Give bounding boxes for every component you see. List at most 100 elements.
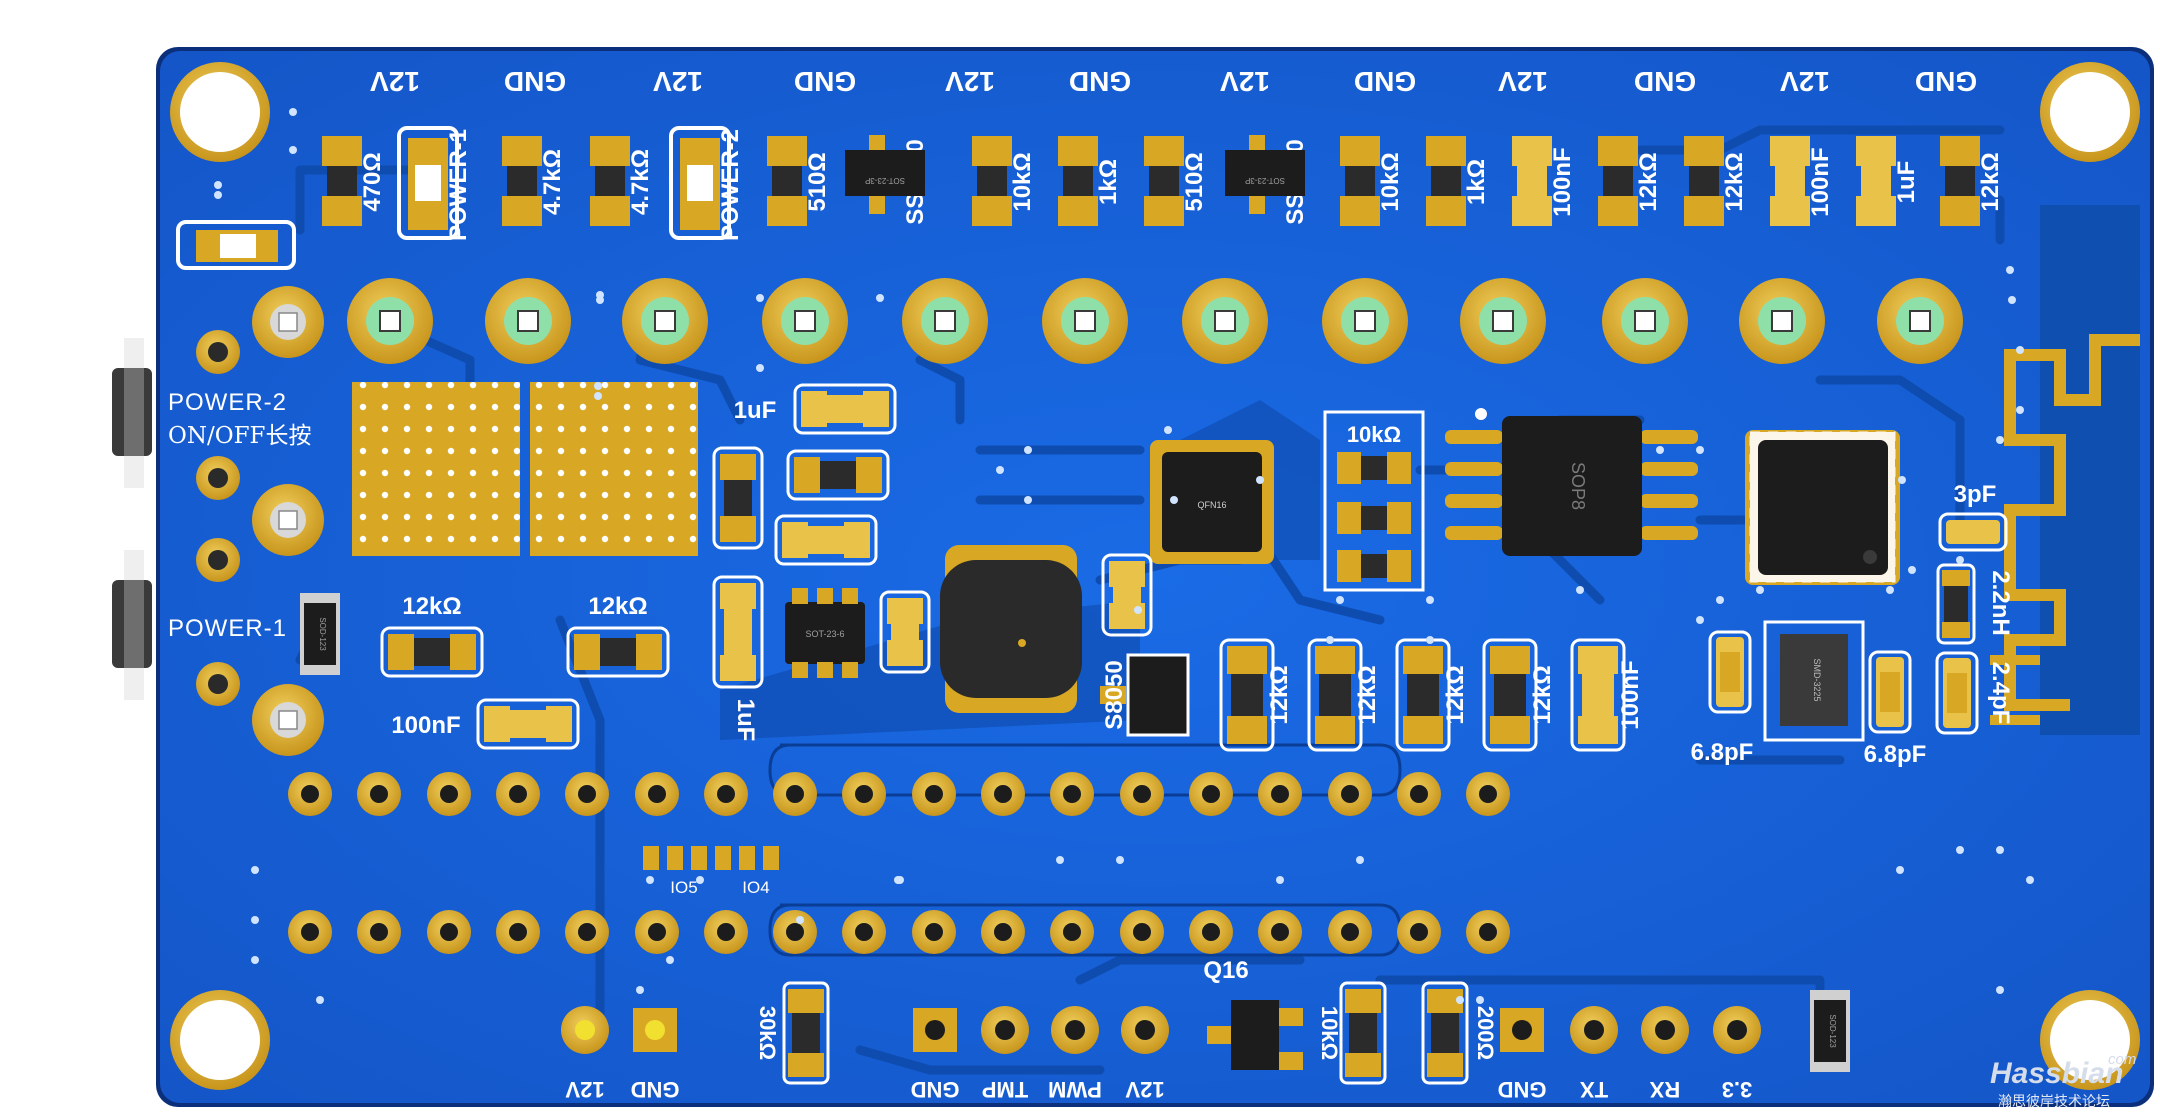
header-pin — [912, 910, 956, 954]
header-pin — [1466, 910, 1510, 954]
top-component-label: 1uF — [1893, 161, 1920, 204]
top-led — [397, 126, 459, 240]
capacitor — [774, 514, 878, 566]
terminal-pad — [1877, 278, 1963, 364]
sot-23-6: SOT-23-6 — [785, 602, 865, 664]
watermark-cn: 瀚思彼岸技术论坛 — [1998, 1093, 2110, 1109]
heat-sink-pads — [352, 382, 698, 556]
via — [1886, 586, 1894, 594]
hassbian-watermark: Hassbian com 瀚思彼岸技术论坛 — [1990, 1051, 2136, 1109]
top-component-label: POWER-2 — [717, 129, 744, 241]
top-connector-label: 12V — [653, 66, 703, 97]
via — [1024, 446, 1032, 454]
top-led — [669, 126, 731, 240]
top-res — [767, 136, 807, 226]
header-pin — [1397, 772, 1441, 816]
via — [214, 181, 222, 189]
mid-res — [1482, 638, 1538, 752]
via — [1024, 496, 1032, 504]
connector-pin — [1121, 1006, 1169, 1054]
header-pin — [427, 772, 471, 816]
header-pin — [1120, 772, 1164, 816]
terminal-pad — [902, 278, 988, 364]
resistor — [712, 446, 764, 550]
top-res — [502, 136, 542, 226]
top-res — [1598, 136, 1638, 226]
header-pin — [981, 772, 1025, 816]
top-connector-label: GND — [504, 66, 566, 97]
header-pin — [496, 910, 540, 954]
terminal-pad — [1322, 278, 1408, 364]
cap-100nf-label: 100nF — [391, 712, 460, 739]
terminal-pad — [622, 278, 708, 364]
top-component-label: 4.7kΩ — [627, 149, 654, 215]
via — [1696, 446, 1704, 454]
via — [1056, 856, 1064, 864]
res-10k-bottom-label: 10kΩ — [1317, 1006, 1342, 1060]
sop8-label: SOP8 — [1568, 462, 1588, 510]
large-through-hole — [252, 684, 324, 756]
cap-1uf-side-label: 1uF — [732, 699, 759, 742]
connector-pin — [633, 1008, 677, 1052]
via — [1336, 596, 1344, 604]
terminal-pad — [1739, 278, 1825, 364]
left-side-power-buttons: POWER-2 ON/OFF长按 POWER-1 — [112, 338, 312, 700]
top-left-led — [176, 220, 296, 270]
via — [1898, 476, 1906, 484]
terminal-pad — [1602, 278, 1688, 364]
connector-pin — [561, 1006, 609, 1054]
via — [1426, 636, 1434, 644]
sod-123-diode-a: SOD-123 — [300, 593, 340, 675]
terminal-pad — [1460, 278, 1546, 364]
small-through-hole — [196, 662, 240, 706]
terminal-pad — [1042, 278, 1128, 364]
serial-connector-label: GND — [1498, 1077, 1547, 1102]
rf-capacitor — [1868, 650, 1912, 734]
header-pin — [635, 910, 679, 954]
small-through-hole — [196, 538, 240, 582]
terminal-pad — [485, 278, 571, 364]
power-connector-label: GND — [631, 1077, 680, 1102]
serial-connector-label: 3.3 — [1722, 1077, 1753, 1102]
via — [1170, 496, 1178, 504]
power-2-label: POWER-2 — [168, 389, 287, 416]
header-pin — [635, 772, 679, 816]
capacitor — [712, 575, 764, 689]
mid-res — [1307, 638, 1363, 752]
via — [756, 294, 764, 302]
connector-pin — [1500, 1008, 1544, 1052]
header-pin — [842, 910, 886, 954]
via — [1996, 436, 2004, 444]
via — [666, 956, 674, 964]
mid-sot — [1100, 653, 1190, 737]
top-res — [1684, 136, 1724, 226]
io5-label: IO5 — [670, 878, 697, 897]
rf-inductor — [1936, 563, 1976, 645]
connector-pin — [1051, 1006, 1099, 1054]
sot-23-small-a: SOT-23-3P — [845, 150, 925, 196]
top-component-label: 4.7kΩ — [539, 149, 566, 215]
connector-pin — [1641, 1006, 1689, 1054]
top-connector-label: GND — [1915, 66, 1977, 97]
top-connector-label: GND — [1069, 66, 1131, 97]
resistor — [380, 626, 484, 678]
header-pin — [912, 772, 956, 816]
large-through-hole — [252, 484, 324, 556]
q16-label: Q16 — [1203, 957, 1248, 984]
top-component-label: 470Ω — [359, 152, 386, 211]
header-pin — [1050, 910, 1094, 954]
via — [1696, 616, 1704, 624]
top-component-label: 100nF — [1807, 147, 1834, 216]
via — [1908, 566, 1916, 574]
resistor-array: 10kΩ — [1323, 410, 1425, 592]
resistor — [566, 626, 670, 678]
cap-3pf-label: 3pF — [1954, 481, 1997, 508]
connector-pin — [981, 1006, 1029, 1054]
screw-terminal-pads — [347, 278, 1963, 364]
large-through-hole — [252, 286, 324, 358]
top-component-label: 12kΩ — [1977, 152, 2004, 211]
capacitor — [476, 698, 580, 750]
header-pin-rows — [288, 772, 1510, 954]
